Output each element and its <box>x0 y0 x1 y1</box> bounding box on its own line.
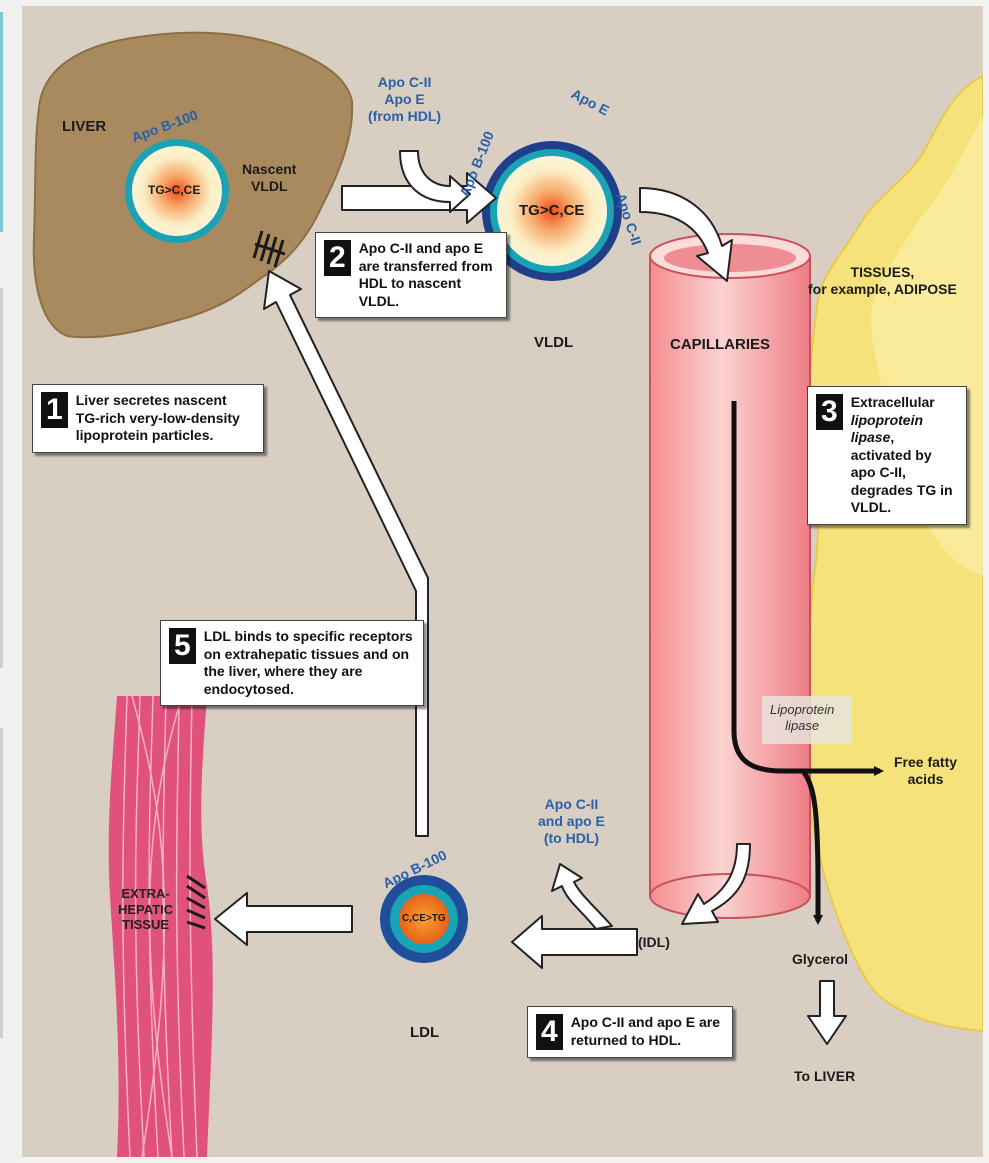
step-4-text: Apo C-II and apo E are returned to HDL. <box>571 1014 722 1049</box>
sidebar-strip <box>0 728 3 1038</box>
tg-vldl-label: TG>C,CE <box>519 202 584 220</box>
step-3-text-pre: Extracellular <box>851 394 935 410</box>
step-3-text: Extracellular lipoprotein lipase, activa… <box>851 394 956 517</box>
step-1-text: Liver secretes nascent TG-rich very-low-… <box>76 392 253 445</box>
step-5-text: LDL binds to specific receptors on extra… <box>204 628 413 698</box>
step-2-number: 2 <box>324 240 351 276</box>
step-4-box: 4 Apo C-II and apo E are returned to HDL… <box>527 1006 733 1058</box>
step-3-number: 3 <box>816 394 843 430</box>
arrow-apo-returned <box>552 864 612 929</box>
sidebar-strip <box>0 288 3 668</box>
idl-label: (IDL) <box>638 934 670 951</box>
to-liver-label: To LIVER <box>794 1068 855 1085</box>
capillaries-label: CAPILLARIES <box>670 336 770 354</box>
step-5-box: 5 LDL binds to specific receptors on ext… <box>160 620 424 706</box>
arrow-ldl-to-tissue <box>215 893 352 945</box>
step-1-number: 1 <box>41 392 68 428</box>
step-3-text-em: lipoprotein lipase <box>851 412 923 446</box>
extrahepatic-label: EXTRA- HEPATIC TISSUE <box>118 886 173 933</box>
apo-incoming-label: Apo C-II Apo E (from HDL) <box>368 74 441 124</box>
vldl-label: VLDL <box>534 334 573 352</box>
arrow-idl-to-ldl <box>512 916 637 968</box>
sidebar-strip-accent <box>0 12 3 232</box>
c-ce-tg-label: C,CE>TG <box>402 913 446 925</box>
step-3-box: 3 Extracellular lipoprotein lipase, acti… <box>807 386 967 525</box>
step-2-text: Apo C-II and apo E are transferred from … <box>359 240 496 310</box>
diagram-graphics <box>22 6 983 1157</box>
glycerol-label: Glycerol <box>792 951 848 968</box>
ldl-label: LDL <box>410 1024 439 1042</box>
lipoprotein-metabolism-diagram: LIVER Apo B-100 TG>C,CE Nascent VLDL Apo… <box>22 6 983 1157</box>
apo-returned-label: Apo C-II and apo E (to HDL) <box>538 796 605 846</box>
free-fatty-acids-label: Free fatty acids <box>894 754 957 788</box>
lipoprotein-lipase-label: Lipoprotein lipase <box>770 702 834 733</box>
left-sidebar <box>0 0 22 1163</box>
step-1-box: 1 Liver secretes nascent TG-rich very-lo… <box>32 384 264 453</box>
nascent-vldl-label: Nascent VLDL <box>242 161 296 195</box>
step-2-box: 2 Apo C-II and apo E are transferred fro… <box>315 232 507 318</box>
tg-liver-label: TG>C,CE <box>148 183 200 197</box>
arrow-ldl-to-liver <box>264 271 428 836</box>
tissues-label: TISSUES, for example, ADIPOSE <box>808 264 957 298</box>
arrow-glycerol-to-liver <box>808 981 846 1044</box>
liver-label: LIVER <box>62 118 106 136</box>
step-4-number: 4 <box>536 1014 563 1050</box>
step-5-number: 5 <box>169 628 196 664</box>
